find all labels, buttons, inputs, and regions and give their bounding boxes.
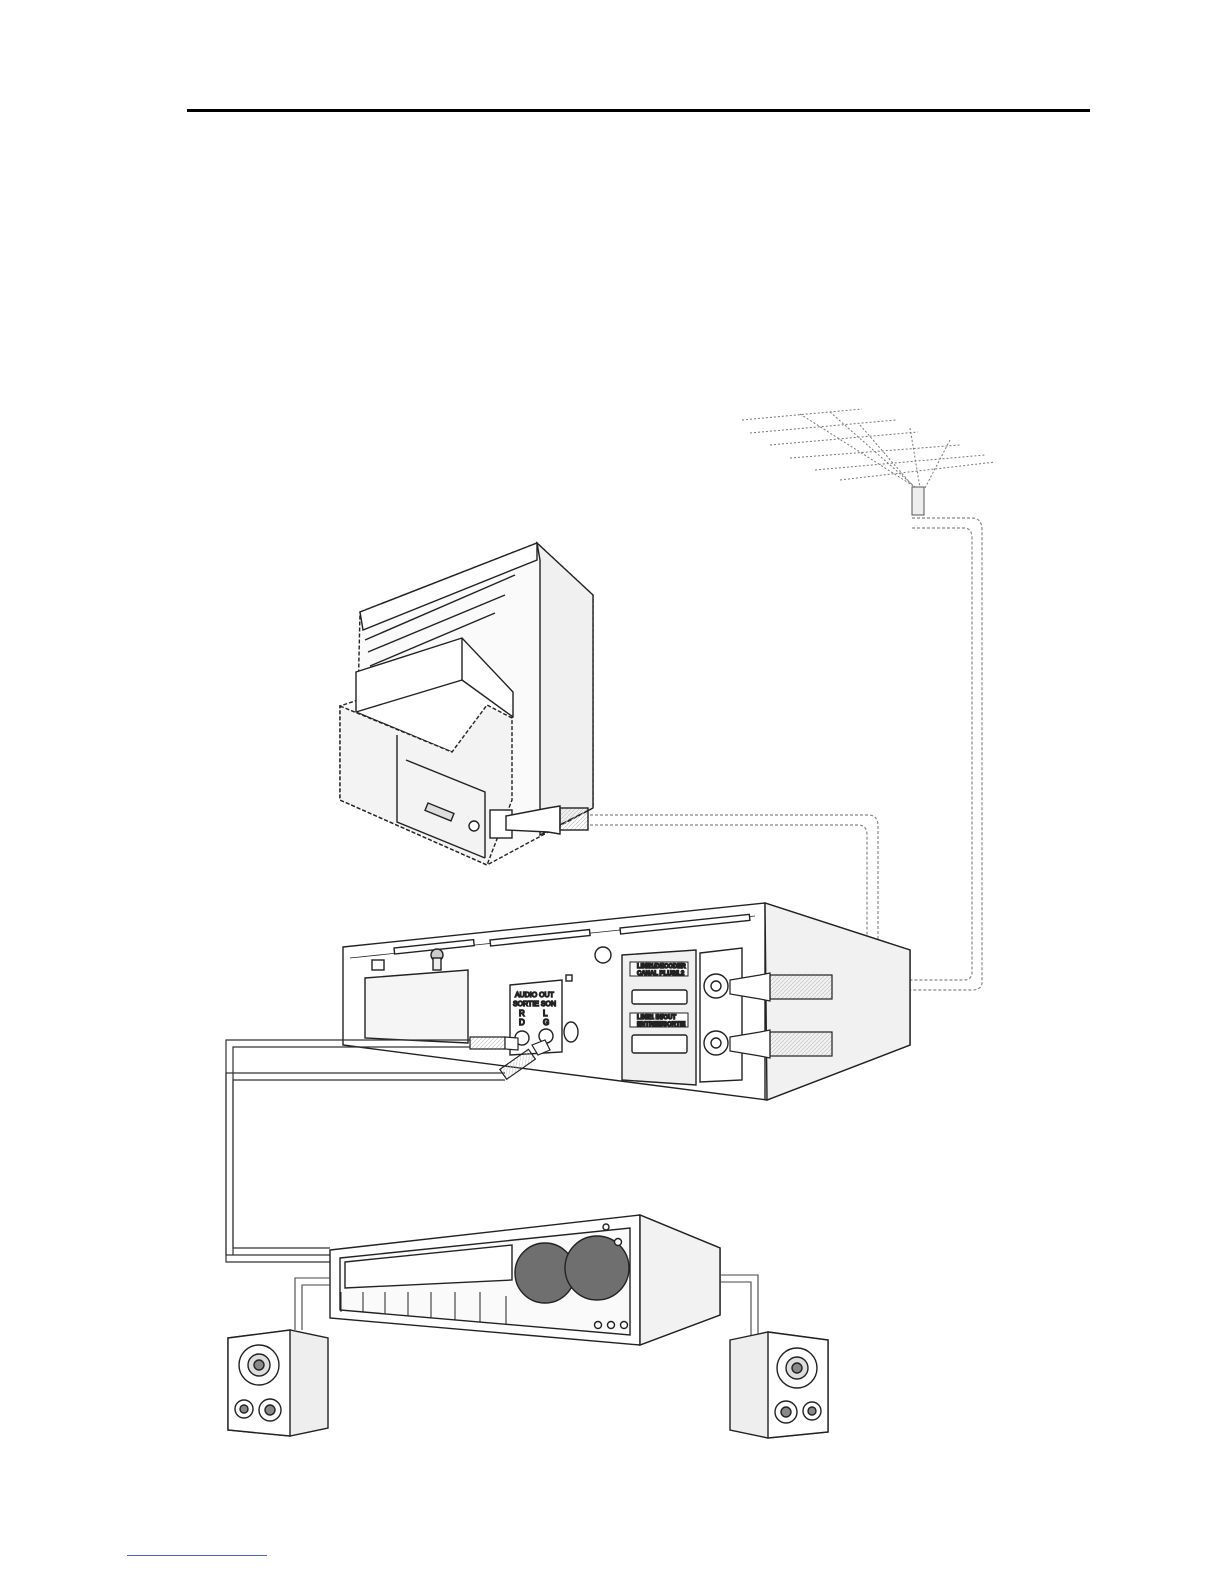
- speaker-left-icon: [228, 1330, 328, 1436]
- antenna-cable: [832, 518, 982, 990]
- audio-cables: [226, 1040, 505, 1262]
- left-channel-fr-label: G: [543, 1018, 549, 1027]
- scart2-sub-label: ENTREE/SORTIE: [637, 1022, 685, 1028]
- speaker-right-icon: [730, 1332, 828, 1438]
- scart1-label: LINE1/DECODER: [637, 964, 686, 970]
- left-channel-label: L: [543, 1009, 548, 1018]
- vcr-rear-panel-icon: AUDIO OUT SORTIE SON R D L G LINE1/DECOD…: [343, 903, 910, 1100]
- right-channel-fr-label: D: [519, 1018, 525, 1027]
- tv-rear-icon: [340, 543, 593, 865]
- scart2-connector: [632, 1035, 687, 1053]
- antenna-icon: [742, 409, 995, 515]
- right-channel-label: R: [519, 1009, 525, 1018]
- audio-out-label: AUDIO OUT: [515, 992, 555, 999]
- hifi-amplifier-icon: [330, 1215, 720, 1345]
- scart1-sub-label: CANAL PLUS/L2: [637, 971, 685, 977]
- sortie-son-label: SORTIE SON: [513, 1001, 556, 1008]
- scart2-label: LINE1 IN/OUT: [637, 1015, 676, 1021]
- scart1-connector: [632, 990, 687, 1004]
